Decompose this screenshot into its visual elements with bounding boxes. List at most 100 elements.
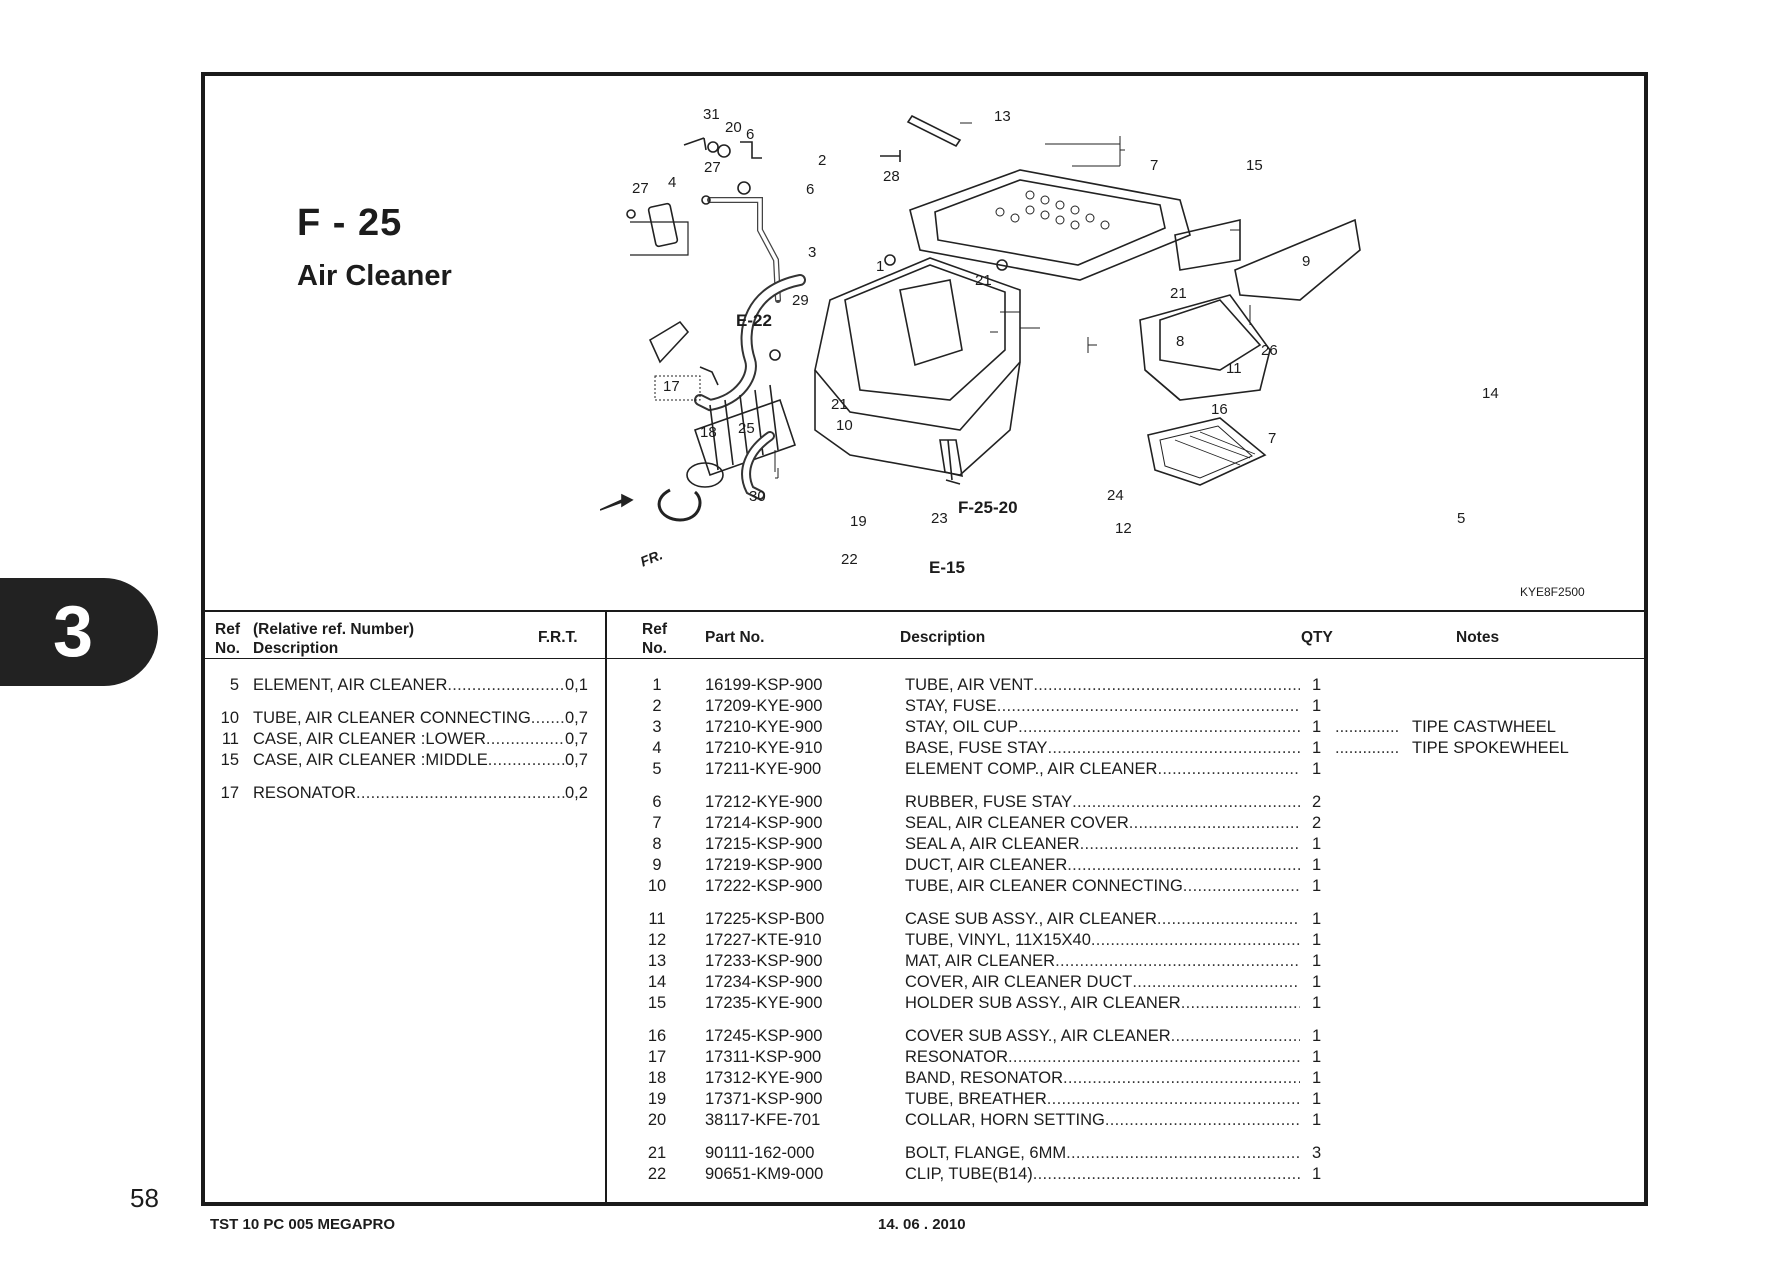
dot-leader: ........................................… <box>996 697 1300 715</box>
dot-leader: ........................................… <box>1055 952 1300 970</box>
callout-label: 4 <box>668 174 677 191</box>
row-ref: 9 <box>652 856 662 874</box>
callout-label: 21 <box>1170 285 1187 302</box>
row-ref: 18 <box>647 1069 667 1087</box>
row-ref: 19 <box>647 1090 667 1108</box>
row-description: MAT, AIR CLEANER........................… <box>905 951 1300 971</box>
callout-label: 29 <box>792 292 809 309</box>
row-description: HOLDER SUB ASSY., AIR CLEANER...........… <box>905 993 1300 1013</box>
row-description-text: HOLDER SUB ASSY., AIR CLEANER <box>905 994 1181 1012</box>
air-filter-element <box>1147 417 1267 486</box>
dot-leader: ........................................… <box>1157 760 1300 778</box>
row-description-text: TUBE, AIR VENT <box>905 676 1034 694</box>
exploded-parts-diagram <box>600 114 1361 522</box>
row-part-no: 17210-KYE-910 <box>705 739 823 757</box>
row-description-text: DUCT, AIR CLEANER <box>905 856 1068 874</box>
callout-label: 11 <box>1226 360 1242 377</box>
dot-leader: ........................................… <box>1063 1069 1300 1087</box>
leader-lines <box>654 122 1251 479</box>
front-arrow <box>600 493 634 511</box>
row-description: SEAL, AIR CLEANER COVER.................… <box>905 813 1300 833</box>
row-qty: 1 <box>1312 856 1322 874</box>
row-description: CASE, AIR CLEANER :LOWER................… <box>253 729 565 749</box>
row-qty: 1 <box>1312 1048 1322 1066</box>
callout-label: 27 <box>632 180 649 197</box>
callout-label: 7 <box>1268 430 1277 447</box>
dot-leader: ........................................… <box>1018 718 1300 736</box>
row-description-text: COLLAR, HORN SETTING <box>905 1111 1105 1129</box>
row-ref: 12 <box>647 931 667 949</box>
row-description: RUBBER, FUSE STAY.......................… <box>905 792 1300 812</box>
connecting-tube-group <box>657 384 797 522</box>
dot-leader: ........................................… <box>1132 973 1300 991</box>
footer-date: 14. 06 . 2010 <box>878 1216 966 1233</box>
fuse-stay-group <box>626 137 781 303</box>
callout-label: 21 <box>975 272 992 289</box>
callout-label: 31 <box>703 106 720 123</box>
row-part-no: 17214-KSP-900 <box>705 814 823 832</box>
row-ref: 20 <box>647 1111 667 1129</box>
callout-label: 18 <box>700 424 717 441</box>
row-part-no: 38117-KFE-701 <box>705 1111 821 1129</box>
row-description-text: RUBBER, FUSE STAY <box>905 793 1073 811</box>
row-notes: TIPE CASTWHEEL <box>1412 718 1556 736</box>
row-part-no: 17210-KYE-900 <box>705 718 823 736</box>
row-description: RESONATOR...............................… <box>905 1047 1300 1067</box>
row-ref: 17 <box>220 784 239 802</box>
row-qty: 1 <box>1312 1027 1322 1045</box>
row-description-text: CLIP, TUBE(B14) <box>905 1165 1033 1183</box>
dot-leader: ........................................… <box>1128 814 1300 832</box>
row-description: COVER, AIR CLEANER DUCT.................… <box>905 972 1300 992</box>
callout-label: 6 <box>746 126 755 143</box>
callout-label: 30 <box>749 488 766 505</box>
right-header-notes: Notes <box>1456 629 1500 646</box>
callout-label: 15 <box>1246 157 1263 174</box>
row-part-no: 17225-KSP-B00 <box>705 910 825 928</box>
row-frt: 0,7 <box>565 709 588 727</box>
duct-cover-group <box>1139 218 1361 401</box>
callout-ref-f2520: F-25-20 <box>958 498 1018 517</box>
row-ref: 21 <box>647 1144 667 1162</box>
row-description-text: SEAL, AIR CLEANER COVER <box>905 814 1129 832</box>
case-lower-group <box>769 254 1021 485</box>
row-description: ELEMENT, AIR CLEANER....................… <box>253 675 565 695</box>
row-part-no: 17312-KYE-900 <box>705 1069 823 1087</box>
row-description-text: COVER, AIR CLEANER DUCT <box>905 973 1133 991</box>
row-part-no: 17215-KSP-900 <box>705 835 823 853</box>
callout-label: 7 <box>1150 157 1159 174</box>
dot-leader: ........................................… <box>447 676 565 694</box>
row-ref: 4 <box>652 739 662 757</box>
callout-label: 24 <box>1107 487 1124 504</box>
row-qty: 1 <box>1312 718 1322 736</box>
row-qty: 1 <box>1312 760 1322 778</box>
row-description-text: CASE SUB ASSY., AIR CLEANER <box>905 910 1157 928</box>
holder-middle-group <box>880 150 1191 281</box>
row-description-text: STAY, FUSE <box>905 697 997 715</box>
row-description-text: STAY, OIL CUP <box>905 718 1019 736</box>
row-part-no: 17209-KYE-900 <box>705 697 823 715</box>
dot-leader: ........................................… <box>1032 1165 1300 1183</box>
dot-leader: ........................................… <box>356 784 565 802</box>
callout-label: 3 <box>808 244 817 261</box>
row-part-no: 17222-KSP-900 <box>705 877 823 895</box>
dot-leader: ........................................… <box>1033 676 1300 694</box>
row-description: TUBE, AIR CLEANER CONNECTING............… <box>905 876 1300 896</box>
row-part-no: 17219-KSP-900 <box>705 856 823 874</box>
row-description: TUBE, AIR VENT..........................… <box>905 675 1300 695</box>
row-qty: 2 <box>1312 793 1322 811</box>
